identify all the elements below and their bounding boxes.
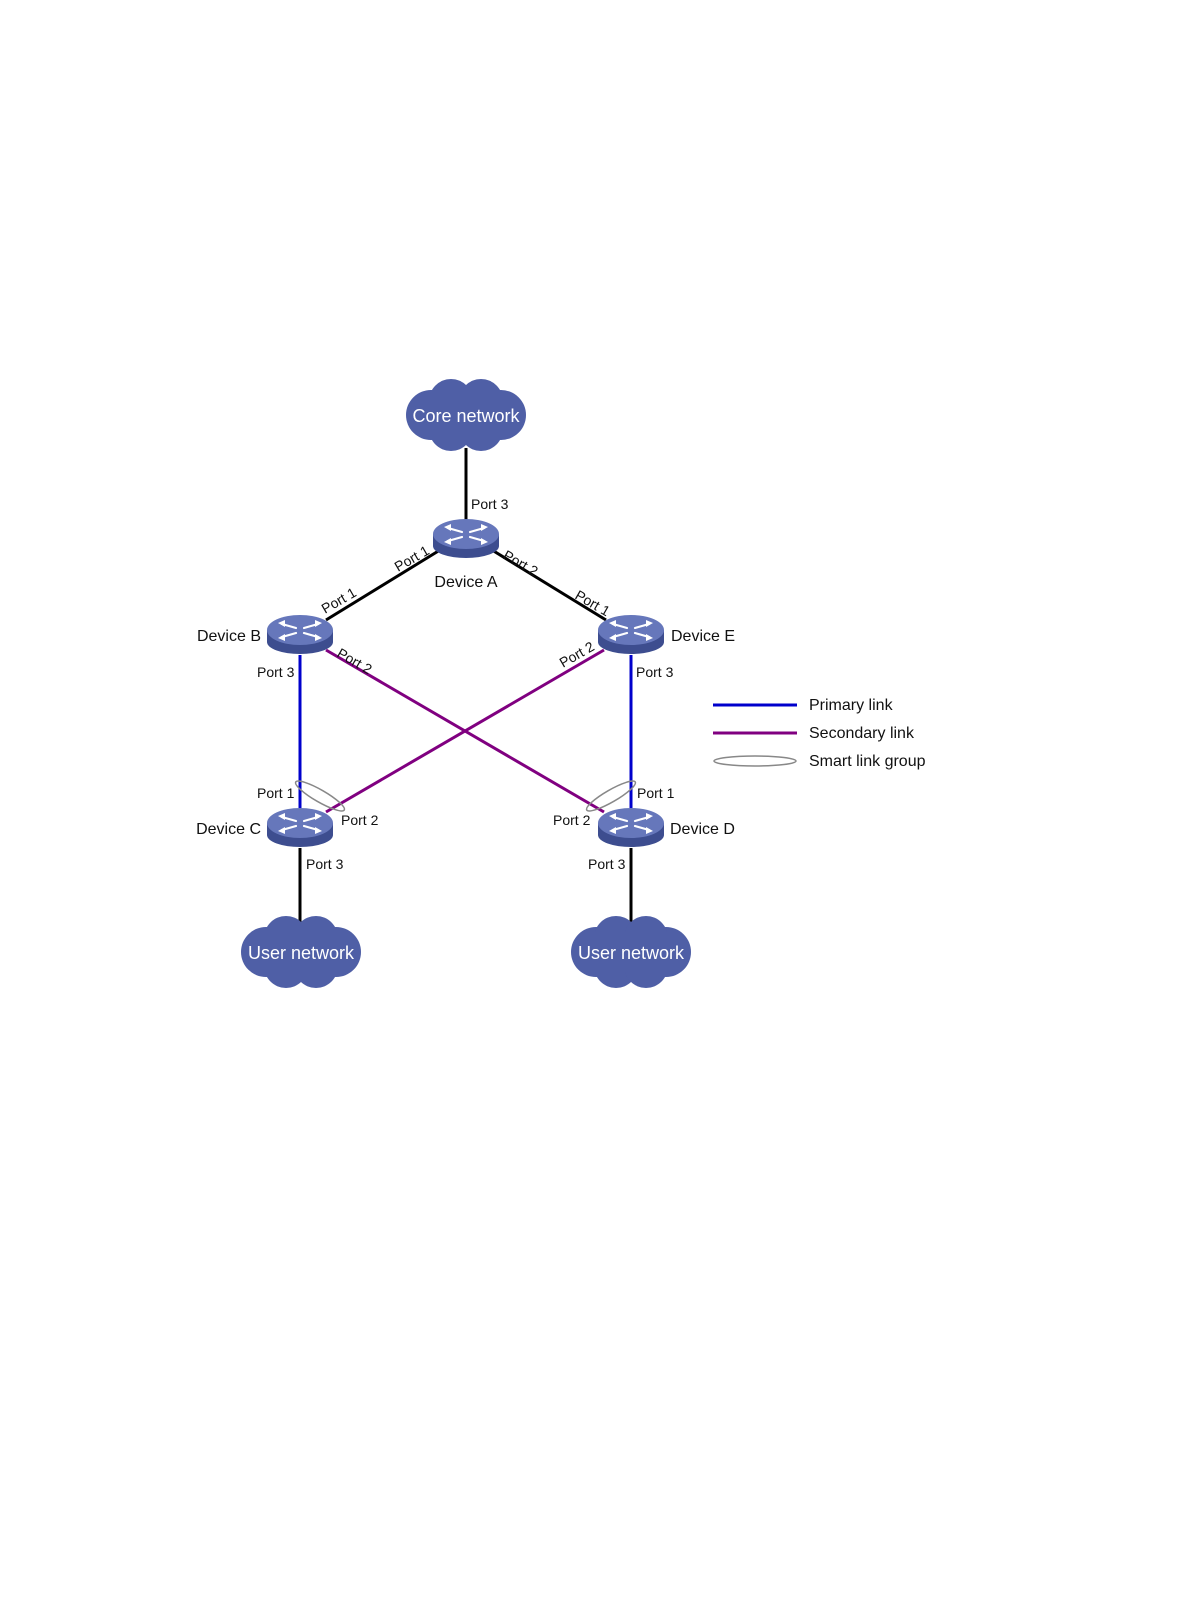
device-a-port2-label: Port 2: [501, 547, 542, 580]
device-b-port2-label: Port 2: [335, 645, 376, 678]
device-a-label: Device A: [434, 574, 497, 591]
device-d-port1-label: Port 1: [637, 785, 675, 801]
device-e-port1-label: Port 1: [573, 587, 614, 620]
device-d-port3-label: Port 3: [588, 856, 626, 872]
device-c-port3-label: Port 3: [306, 856, 344, 872]
user-network-label-left: User network: [248, 943, 355, 963]
device-a-port3-label: Port 3: [471, 496, 509, 512]
device-b-label: Device B: [197, 628, 261, 645]
device-c-port1-label: Port 1: [257, 785, 295, 801]
device-d-label: Device D: [670, 821, 735, 838]
legend: Primary link Secondary link Smart link g…: [713, 697, 926, 770]
device-c-label: Device C: [196, 821, 261, 838]
device-d-port2-label: Port 2: [553, 812, 591, 828]
device-d-switch-icon: [598, 808, 664, 847]
device-c-switch-icon: [267, 808, 333, 847]
device-a-port1-label: Port 1: [392, 542, 433, 575]
device-e-label: Device E: [671, 628, 735, 645]
device-e-port3-label: Port 3: [636, 664, 674, 680]
device-b-port3-label: Port 3: [257, 664, 295, 680]
legend-smart-group-swatch: [714, 756, 796, 766]
user-network-cloud-left: User network: [241, 916, 361, 988]
user-network-label-right: User network: [578, 943, 685, 963]
core-network-label: Core network: [412, 406, 520, 426]
device-c-port2-label: Port 2: [341, 812, 379, 828]
legend-secondary-label: Secondary link: [809, 725, 915, 742]
device-e-switch-icon: [598, 615, 664, 654]
legend-smart-group-label: Smart link group: [809, 753, 926, 770]
user-network-cloud-right: User network: [571, 916, 691, 988]
core-network-cloud: Core network: [406, 379, 526, 451]
device-b-switch-icon: [267, 615, 333, 654]
legend-primary-label: Primary link: [809, 697, 894, 714]
device-a-switch-icon: [433, 519, 499, 558]
